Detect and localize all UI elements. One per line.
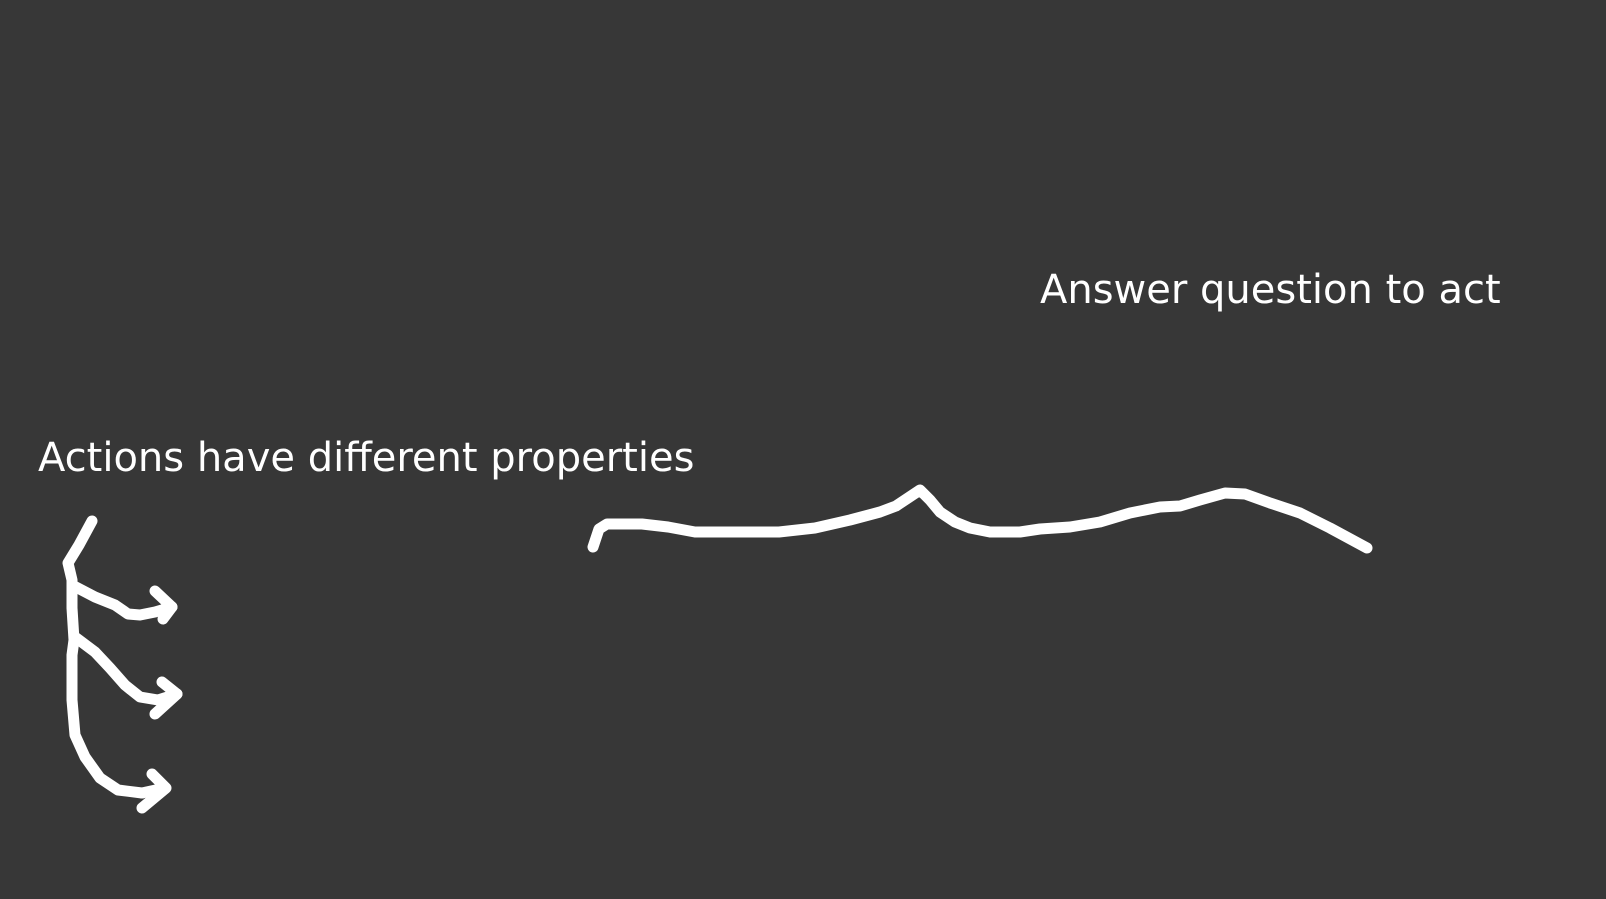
branch-bottom-arrowhead: [136, 768, 172, 814]
branch-stem: [62, 515, 148, 799]
branching-arrows-sketch: [62, 515, 183, 814]
actions-properties-label: Actions have different properties: [38, 435, 695, 481]
answer-question-label: Answer question to act: [1040, 267, 1501, 313]
branch-mid-arrowhead: [149, 676, 183, 720]
branch-top-arrow: [66, 579, 178, 621]
curly-brace-sketch: [587, 484, 1373, 554]
branch-mid-arrow: [69, 631, 183, 706]
branch-top-arrowhead: [149, 585, 178, 625]
